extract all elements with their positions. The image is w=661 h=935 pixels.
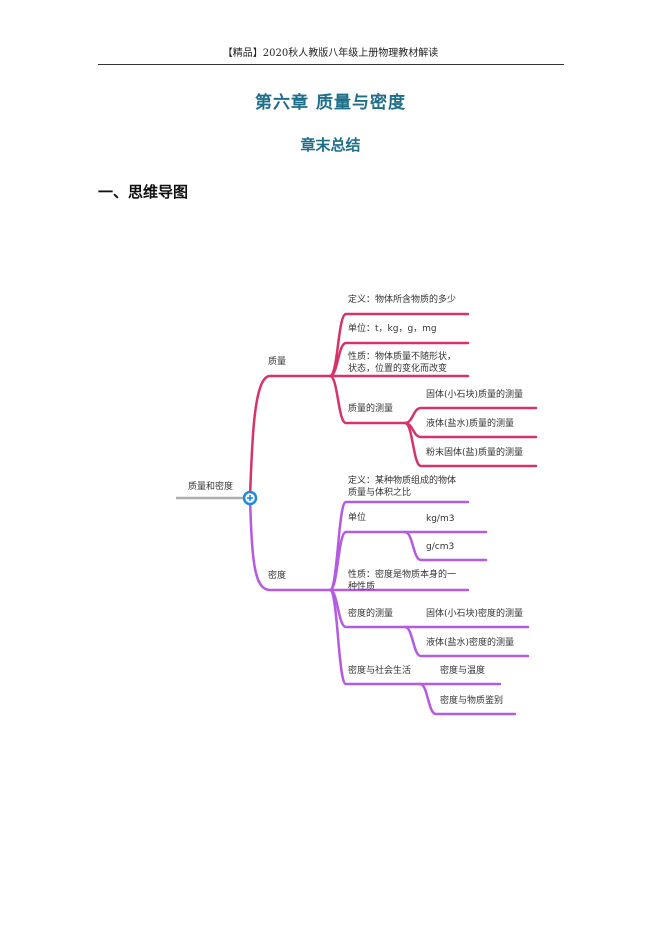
density-social-item: 密度与物质鉴别: [440, 694, 503, 706]
mass-measurement-item: 粉末固体(盐)质量的测量: [426, 446, 523, 458]
density-measurement-item: 固体(小石块)密度的测量: [426, 607, 523, 619]
page-header: 【精品】2020秋人教版八年级上册物理教材解读: [222, 48, 439, 59]
density-label: 密度: [268, 569, 286, 581]
mass-branch: [248, 312, 538, 500]
density-property-line-2: 种性质: [348, 580, 375, 592]
density-definition-line-2: 质量与体积之比: [348, 486, 411, 498]
density-unit-item: kg/m3: [426, 514, 454, 524]
mass-measurement-label: 质量的测量: [348, 402, 393, 414]
density-social-label: 密度与社会生活: [348, 664, 411, 676]
density-measurement-label: 密度的测量: [348, 607, 393, 619]
density-social-item: 密度与温度: [440, 664, 485, 676]
section-heading: 一、思维导图: [98, 183, 189, 201]
mass-measurement-item: 液体(盐水)质量的测量: [426, 417, 514, 429]
density-unit-label: 单位: [348, 511, 366, 523]
plus-circle-icon[interactable]: [242, 490, 258, 506]
mass-label: 质量: [268, 355, 286, 367]
chapter-title: 第六章 质量与密度: [255, 93, 406, 113]
mass-unit: 单位：t，kg，g，mg: [348, 322, 437, 334]
density-branch: [248, 496, 530, 716]
mass-property-line-2: 状态，位置的变化而改变: [348, 362, 447, 374]
density-property-line-1: 性质：密度是物质本身的一: [348, 568, 456, 580]
density-measurement-item: 液体(盐水)密度的测量: [426, 636, 514, 648]
density-definition-line-1: 定义：某种物质组成的物体: [348, 474, 456, 486]
mass-definition: 定义：物体所含物质的多少: [348, 293, 456, 305]
subtitle: 章末总结: [300, 136, 361, 154]
density-unit-item: g/cm3: [426, 542, 454, 552]
root-label: 质量和密度: [188, 480, 233, 492]
mass-measurement-item: 固体(小石块)质量的测量: [426, 388, 523, 400]
header-rule: [98, 64, 564, 65]
mass-property-line-1: 性质：物体质量不随形状，: [348, 350, 456, 362]
